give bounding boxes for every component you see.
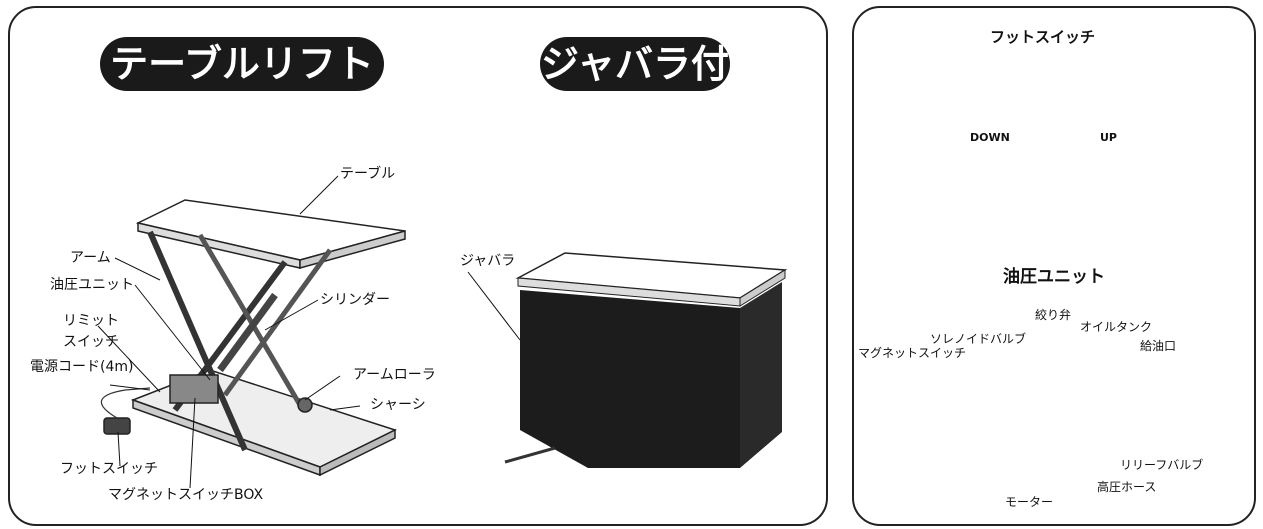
cord <box>100 387 151 419</box>
label-magnet-switch-box: マグネットスイッチBOX <box>108 487 264 503</box>
hydraulic-unit-title: 油圧ユニット <box>1003 267 1105 287</box>
arm-roller <box>297 397 313 413</box>
label-oil-inlet: 給油口 <box>1140 339 1177 353</box>
arm-back-1 <box>197 233 303 407</box>
label-oil-tank: オイルタンク <box>1080 320 1153 334</box>
foot-switch-title: フットスイッチ <box>990 28 1096 46</box>
label-foot-switch: フットスイッチ <box>60 461 158 477</box>
hydraulic-unit-body <box>169 374 219 404</box>
label-throttle-valve: 絞り弁 <box>1035 308 1072 322</box>
arm-front-1 <box>147 230 248 452</box>
up-label: UP <box>1100 131 1117 144</box>
bellows <box>520 290 740 468</box>
label-cylinder: シリンダー <box>320 292 390 308</box>
label-motor: モーター <box>1005 495 1054 509</box>
label-magnet-switch: マグネットスイッチ <box>858 346 967 360</box>
label-power-cord: 電源コード(4m) <box>30 359 134 375</box>
label-chassis: シャーシ <box>370 397 426 413</box>
bellows-lift-drawing <box>467 252 788 468</box>
label-high-pressure-hose: 高圧ホース <box>1097 480 1157 494</box>
table-lift-drawing <box>100 199 406 477</box>
cylinder <box>217 292 278 373</box>
down-label: DOWN <box>970 131 1010 144</box>
label-limit-switch-2: スイッチ <box>63 334 119 350</box>
components-panel <box>852 6 1256 526</box>
label-arm-roller: アームローラ <box>353 367 436 383</box>
label-bellows: ジャバラ <box>460 253 516 269</box>
label-arm: アーム <box>70 250 111 266</box>
table-top <box>135 199 406 261</box>
leader-lines-left <box>97 175 361 489</box>
bellows-title: ジャバラ付 <box>540 37 730 91</box>
foot-switch-small <box>103 417 131 435</box>
table-lift-title: テーブルリフト <box>100 37 384 91</box>
label-solenoid-valve: ソレノイドバルブ <box>930 332 1027 346</box>
label-hydraulic-unit: 油圧ユニット <box>50 277 134 293</box>
label-table: テーブル <box>340 166 396 182</box>
label-relief-valve: リリーフバルブ <box>1120 458 1204 472</box>
label-limit-switch-1: リミット <box>63 313 119 329</box>
